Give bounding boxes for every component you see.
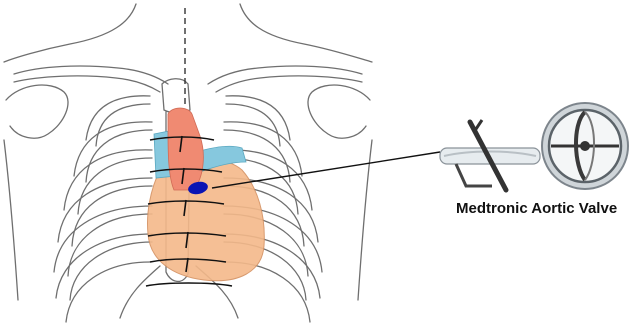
valve-side-view-icon	[440, 120, 540, 190]
heart-illustration	[146, 108, 264, 286]
valve-label: Medtronic Aortic Valve	[456, 200, 617, 217]
pointer-line	[212, 152, 440, 188]
valve-top-view-icon	[542, 103, 628, 189]
